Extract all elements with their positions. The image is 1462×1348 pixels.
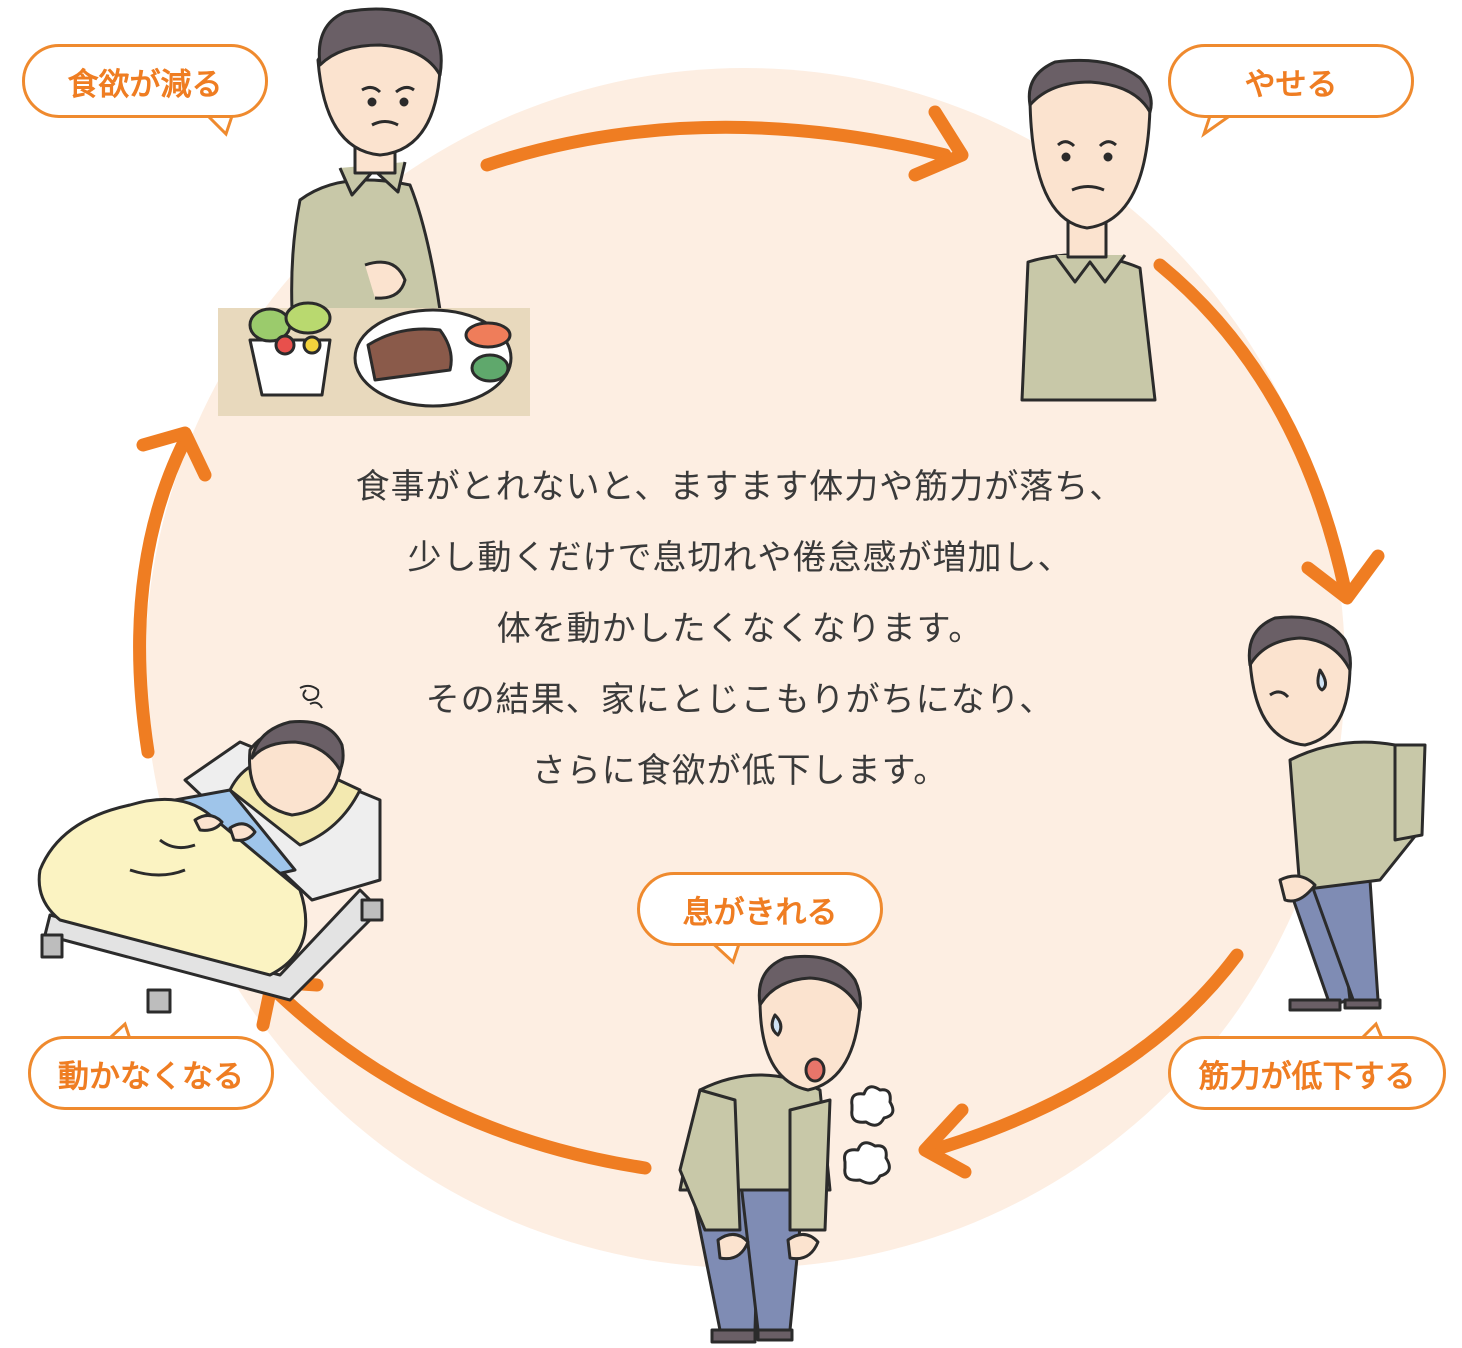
- arrow-bottom-right: [918, 948, 1244, 1179]
- stage-label-appetite-decrease: 食欲が減る: [22, 44, 268, 118]
- arrow-top: [480, 105, 969, 182]
- explanation-line: 食事がとれないと、ますます体力や筋力が落ち、: [355, 467, 1125, 507]
- explanation-line: 体を動かしたくなくなります。: [496, 609, 984, 649]
- cycle-arrows: [133, 105, 1385, 1179]
- weak-man-illustration: [1247, 615, 1427, 1012]
- breathless-man-illustration: [678, 954, 895, 1344]
- stage-label-breathless: 息がきれる: [637, 872, 883, 946]
- stage-label-weight-loss: やせる: [1168, 44, 1414, 118]
- explanation-line: その結果、家にとじこもりがちになり、: [425, 680, 1055, 720]
- stage-label-muscle-decline: 筋力が低下する: [1168, 1036, 1446, 1110]
- explanation-line: さらに食欲が低下します。: [531, 751, 949, 791]
- stage-label-inactivity: 動かなくなる: [28, 1036, 274, 1110]
- cycle-explanation: 食事がとれないと、ますます体力や筋力が落ち、 少し動くだけで息切れや倦怠感が増加…: [330, 452, 1150, 807]
- man-in-bed-illustration: [37, 684, 384, 1014]
- explanation-line: 少し動くだけで息切れや倦怠感が増加し、: [407, 538, 1073, 578]
- man-at-table-illustration: [218, 7, 530, 416]
- arrow-right: [1153, 258, 1385, 605]
- thin-man-illustration: [1020, 58, 1157, 402]
- arrow-left: [133, 426, 212, 759]
